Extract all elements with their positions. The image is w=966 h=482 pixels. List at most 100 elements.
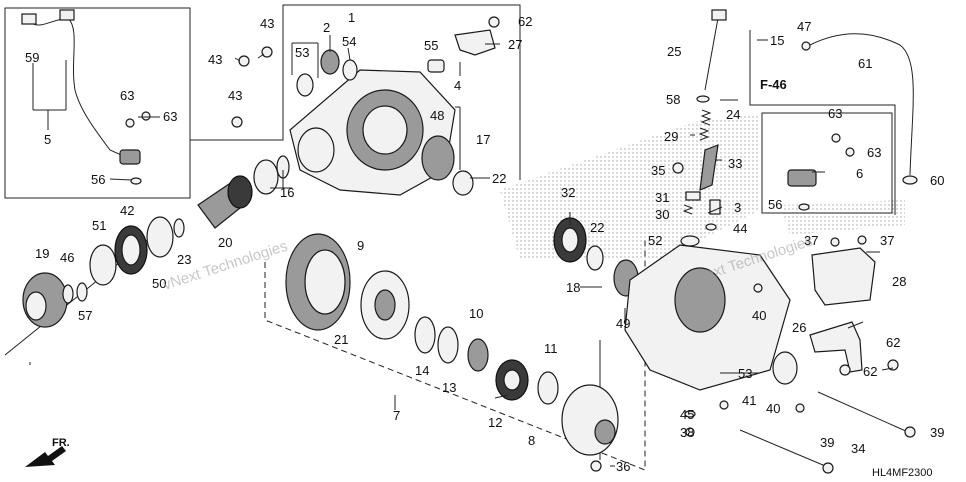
ring-54 <box>342 59 358 81</box>
nut-43c <box>231 116 243 128</box>
callout-30: 30 <box>655 207 669 222</box>
callout-33: 33 <box>728 156 742 171</box>
callout-56b: 56 <box>768 197 782 212</box>
bolt-36 <box>590 460 602 472</box>
diagram-code: HL4MF2300 <box>872 467 933 479</box>
callout-15: 15 <box>770 33 784 48</box>
callout-49: 49 <box>616 316 630 331</box>
bolt-39a <box>817 391 909 433</box>
bolt-40b <box>795 403 805 413</box>
bearing-32-inner <box>561 227 579 253</box>
collar-50 <box>146 216 174 258</box>
shim-13 <box>437 326 459 364</box>
callout-32: 32 <box>561 185 575 200</box>
callout-44: 44 <box>733 221 747 236</box>
shim-23 <box>173 218 185 238</box>
callout-28: 28 <box>892 274 906 289</box>
ring-46 <box>62 284 74 304</box>
cam-12-inner <box>503 369 521 391</box>
bolt-62a <box>488 16 500 28</box>
callout-45: 45 <box>680 407 694 422</box>
flange-19-hub <box>25 291 47 321</box>
bolt-39a-head <box>904 426 916 438</box>
case-8-hub <box>594 419 616 445</box>
oring-52 <box>680 235 700 247</box>
bolt-40a <box>753 283 763 293</box>
sensor-box-left <box>4 7 191 199</box>
housing-bore-1-inner <box>362 105 408 155</box>
callout-50: 50 <box>152 276 166 291</box>
case-8 <box>561 384 619 456</box>
callout-31: 31 <box>655 190 669 205</box>
callout-42: 42 <box>120 203 134 218</box>
bearing-48 <box>421 135 455 181</box>
callout-63c: 63 <box>828 106 842 121</box>
callouts: 59 5 63 63 56 19 46 57 51 42 50 23 20 43… <box>25 10 944 479</box>
callout-47: 47 <box>797 19 811 34</box>
oring-44 <box>705 223 717 231</box>
bolt-41 <box>719 400 729 410</box>
callout-48: 48 <box>430 108 444 123</box>
callout-53b: 53 <box>738 366 752 381</box>
callout-62a: 62 <box>518 14 532 29</box>
callout-12: 12 <box>488 415 502 430</box>
bearing-16 <box>253 159 279 195</box>
callout-51: 51 <box>92 218 106 233</box>
seal-53b <box>772 351 798 385</box>
callout-40a: 40 <box>752 308 766 323</box>
bearing-2 <box>320 49 340 75</box>
callout-53a: 53 <box>295 45 309 60</box>
callout-43c: 43 <box>228 88 242 103</box>
shift-frame <box>749 30 896 215</box>
front-arrow-icon <box>25 446 66 467</box>
plate-11 <box>537 371 559 405</box>
callout-52: 52 <box>648 233 662 248</box>
sensor-6 <box>787 169 817 187</box>
bolt-62c <box>887 359 899 371</box>
connector-59a <box>21 13 37 25</box>
sensor-head-56 <box>119 149 141 165</box>
callout-46: 46 <box>60 250 74 265</box>
shift-fork-33 <box>699 144 719 191</box>
carrier-9-inner <box>374 289 396 321</box>
callout-40b: 40 <box>766 401 780 416</box>
callout-9: 9 <box>357 238 364 253</box>
oring-22b <box>586 245 604 271</box>
callout-3: 3 <box>734 200 741 215</box>
cone-10 <box>467 338 489 372</box>
fitting-47 <box>801 41 811 51</box>
callout-35: 35 <box>651 163 665 178</box>
callout-26: 26 <box>792 320 806 335</box>
callout-63d: 63 <box>867 145 881 160</box>
dotted-zone-upper <box>500 115 760 260</box>
bracket-27 <box>454 29 496 56</box>
callout-11: 11 <box>544 341 558 356</box>
callout-62c: 62 <box>863 364 877 379</box>
callout-6: 6 <box>856 166 863 181</box>
callout-7: 7 <box>393 408 400 423</box>
callout-57: 57 <box>78 308 92 323</box>
callout-25: 25 <box>667 44 681 59</box>
callout-59: 59 <box>25 50 39 65</box>
callout-23: 23 <box>177 252 191 267</box>
callout-22b: 22 <box>590 220 604 235</box>
callout-24: 24 <box>726 107 740 122</box>
sensor-55 <box>427 59 445 73</box>
callout-17: 17 <box>476 132 490 147</box>
ring-gear-21-inner <box>304 249 346 315</box>
shift-rod-25 <box>704 17 719 91</box>
cover-28 <box>811 247 876 306</box>
dotted-zone-lower <box>780 200 905 235</box>
clip-60 <box>902 175 918 185</box>
callout-19: 19 <box>35 246 49 261</box>
nut-43b <box>238 55 250 67</box>
connector-59b <box>59 9 75 21</box>
callout-56a: 56 <box>91 172 105 187</box>
callout-5: 5 <box>44 132 51 147</box>
callout-22a: 22 <box>492 171 506 186</box>
callout-13: 13 <box>442 380 456 395</box>
washer-45 <box>684 410 696 418</box>
callout-62b: 62 <box>886 335 900 350</box>
plate-31 <box>685 191 701 201</box>
callout-29: 29 <box>664 129 678 144</box>
